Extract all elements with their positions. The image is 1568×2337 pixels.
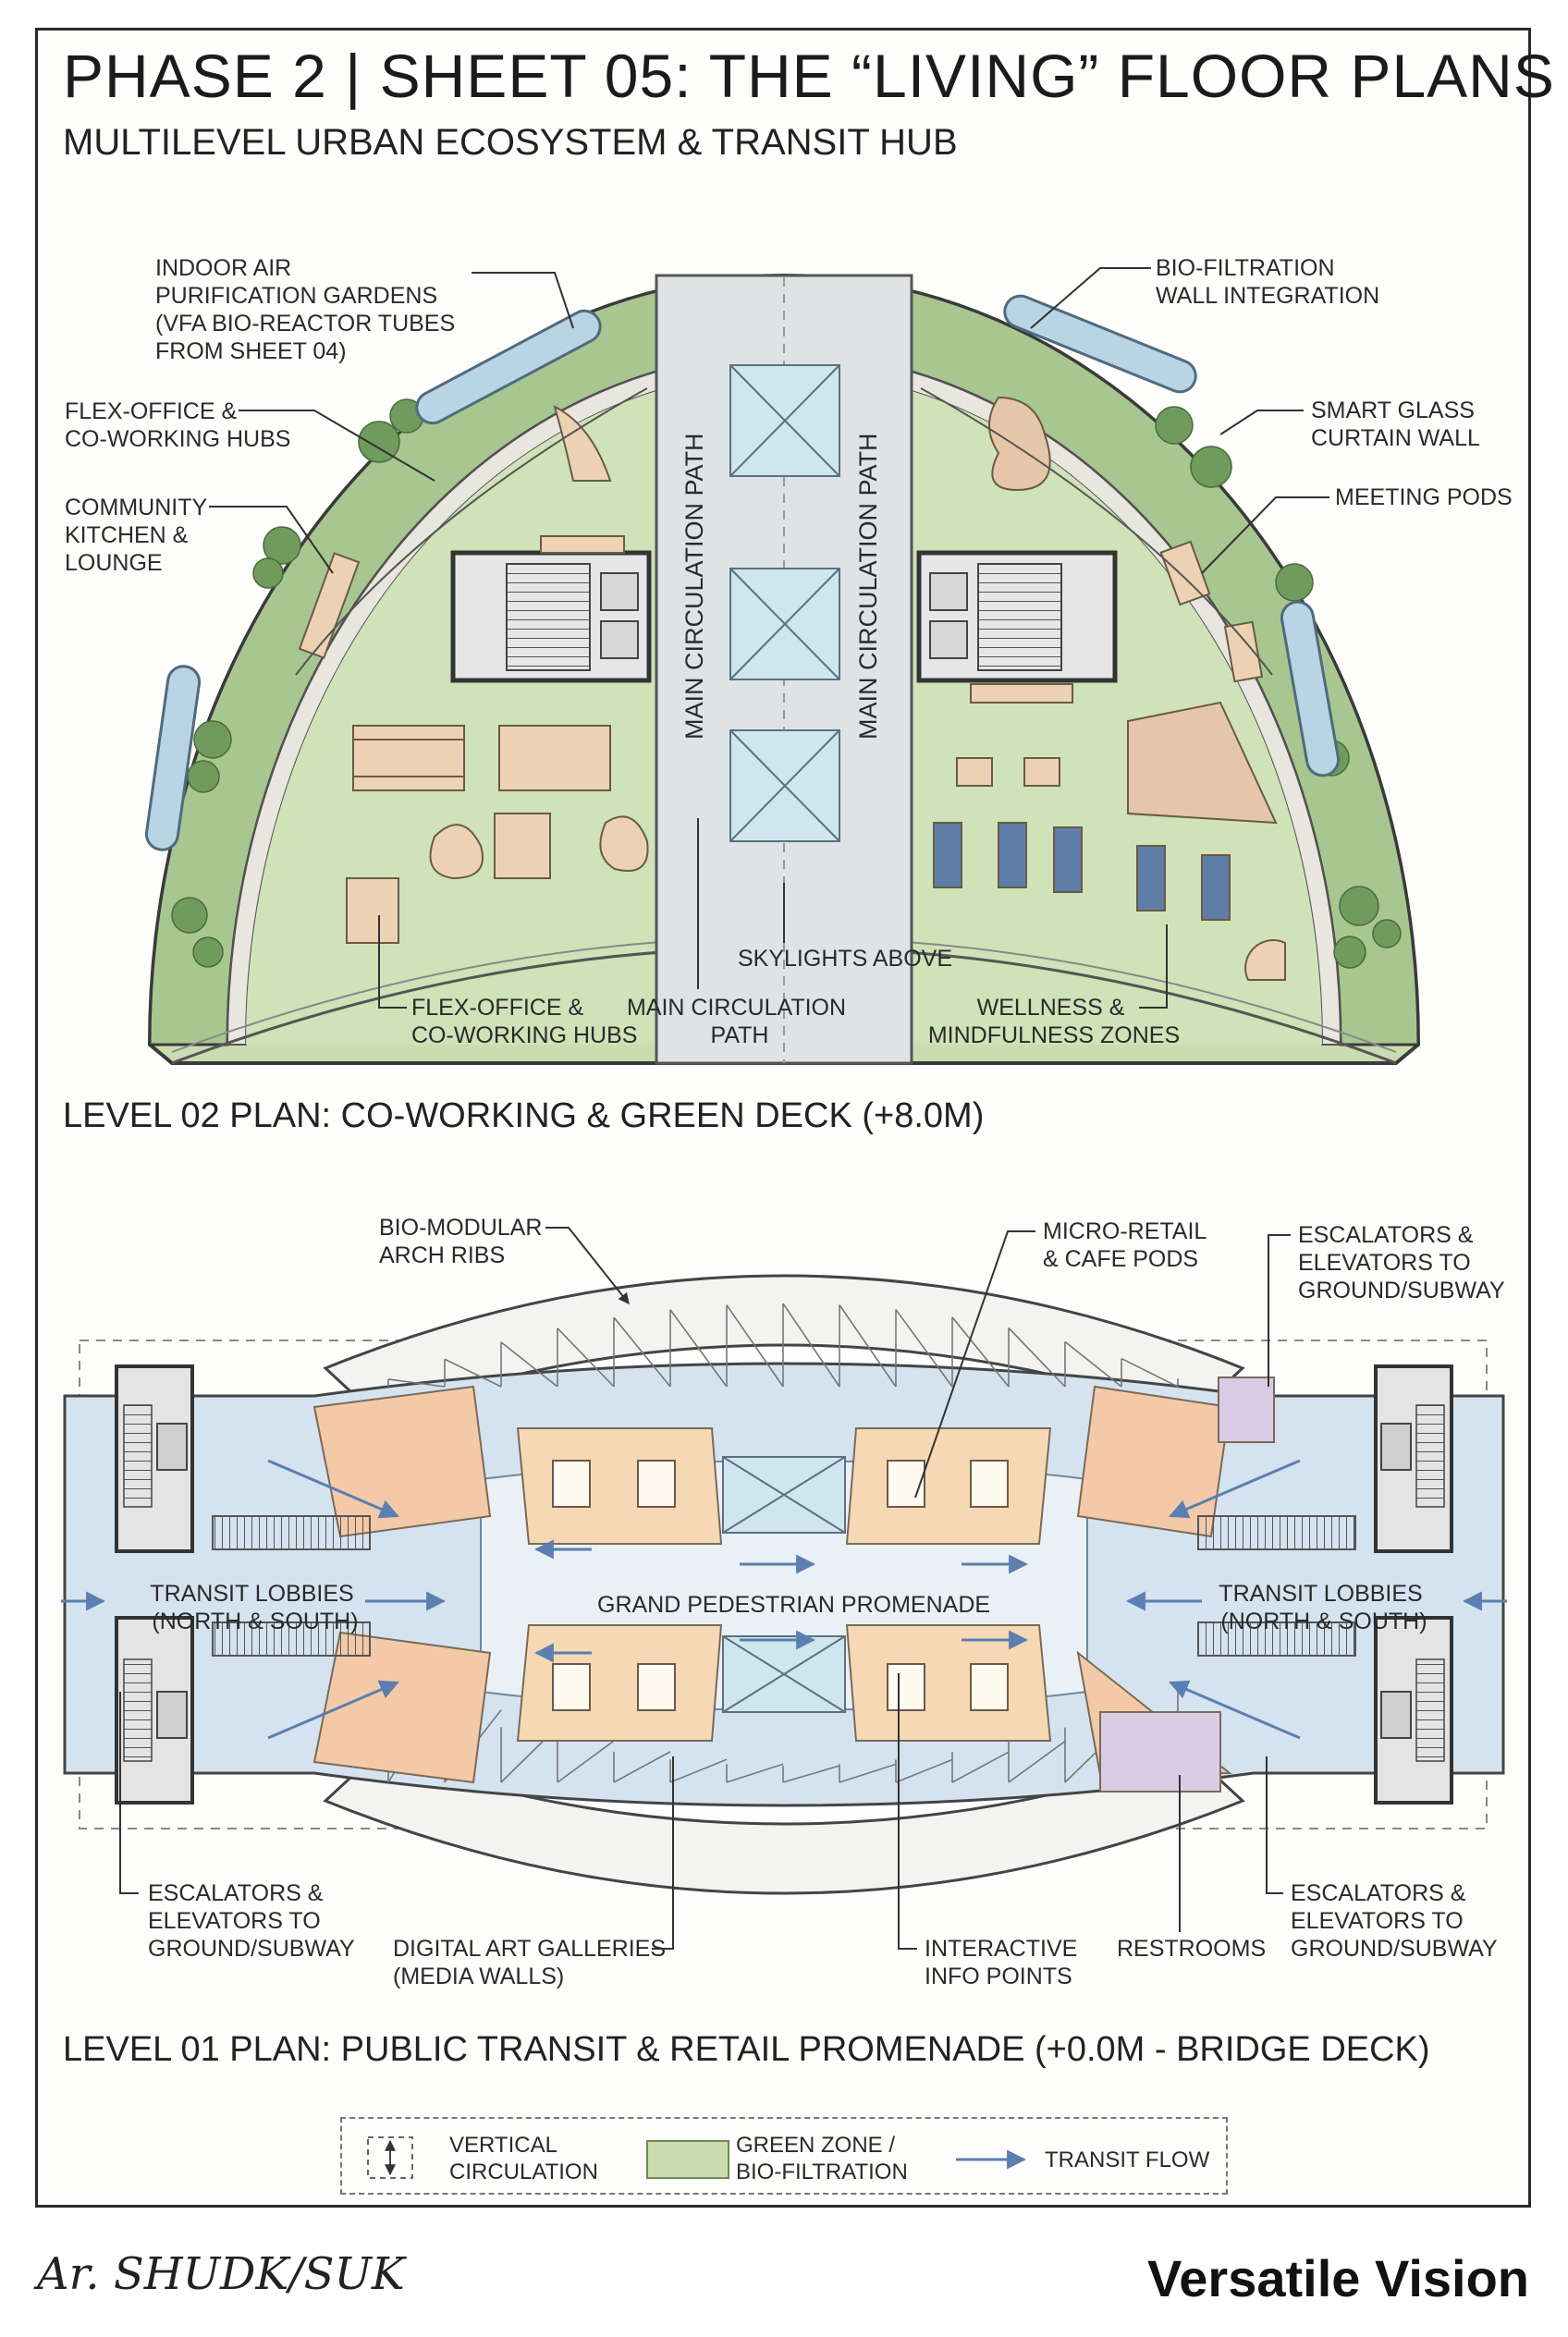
legend-green-swatch — [646, 2140, 729, 2179]
truss-line — [839, 1763, 897, 1783]
label-circulation-right: MAIN CIRCULATION PATH — [854, 433, 882, 740]
label-transit-left: TRANSIT LOBBIES (NORTH & SOUTH) — [150, 1581, 360, 1634]
truss-line — [444, 1358, 502, 1388]
bio-reactor-tubes — [144, 294, 1341, 851]
truss-line — [782, 1765, 840, 1783]
truss-line — [387, 1378, 446, 1388]
truss-line — [669, 1309, 728, 1388]
truss-line — [1064, 1340, 1122, 1388]
label-escalators-bottom-right: ESCALATORS & ELEVATORS TO GROUND/SUBWAY — [1291, 1880, 1498, 1962]
arch-ribs-north — [323, 1274, 1245, 1416]
truss-line — [839, 1304, 897, 1388]
label-promenade: GRAND PEDESTRIAN PROMENADE — [597, 1592, 990, 1618]
label-bio-filtration-wall: BIO-FILTRATION WALL INTEGRATION — [1156, 255, 1379, 309]
legend-green-text: GREEN ZONE / BIO-FILTRATION — [736, 2133, 908, 2184]
label-wellness: WELLNESS & MINDFULNESS ZONES — [928, 995, 1180, 1048]
truss-line — [1121, 1357, 1179, 1388]
lobby-core-west — [115, 1364, 371, 1805]
label-restrooms: RESTROOMS — [1117, 1936, 1266, 1962]
label-air-gardens: INDOOR AIR PURIFICATION GARDENS (VFA BIO… — [155, 255, 461, 364]
retail-pods-south — [312, 1624, 1232, 1793]
truss-line — [557, 1740, 615, 1783]
pod-counters — [552, 1460, 1009, 1711]
truss-line — [500, 1341, 558, 1388]
brand-name: Versatile Vision — [1147, 2249, 1529, 2307]
truss-line — [669, 1758, 728, 1783]
legend-vertical-swatch — [367, 2136, 413, 2179]
truss-line — [613, 1316, 671, 1388]
truss-line — [895, 1758, 953, 1783]
legend-graphics: VERTICAL CIRCULATION GREEN ZONE / BIO-FI… — [367, 2133, 1210, 2184]
truss-line — [782, 1303, 840, 1388]
right-furniture — [933, 396, 1286, 981]
truss-line — [1008, 1740, 1066, 1783]
legend — [340, 2117, 1228, 2195]
level02-plan-title: LEVEL 02 PLAN: CO-WORKING & GREEN DECK (… — [63, 1096, 985, 1135]
label-info-points: INTERACTIVE INFO POINTS — [925, 1936, 1084, 1989]
inner-curtain-wall — [226, 352, 1342, 1046]
arch-ribs-south — [323, 1753, 1245, 1895]
label-micro-retail: MICRO-RETAIL & CAFE PODS — [1043, 1218, 1212, 1272]
sheet-title: PHASE 2 | SHEET 05: THE “LIVING” FLOOR P… — [63, 42, 1555, 110]
level01-plan — [61, 1274, 1507, 1895]
legend-flow-text: TRANSIT FLOW — [1045, 2147, 1210, 2172]
left-furniture — [298, 405, 649, 944]
truss-line — [726, 1304, 784, 1388]
level01-plan-title: LEVEL 01 PLAN: PUBLIC TRANSIT & RETAIL P… — [63, 2030, 1430, 2069]
label-smart-glass: SMART GLASS CURTAIN WALL — [1311, 398, 1481, 451]
legend-vertical-text: VERTICAL CIRCULATION — [449, 2133, 598, 2184]
label-skylights: SKYLIGHTS ABOVE — [738, 946, 952, 972]
label-main-circulation-bottom: MAIN CIRCULATION PATH — [627, 995, 852, 1048]
transit-flow-arrows — [61, 1459, 1507, 1740]
promenade-skylights — [722, 1456, 846, 1713]
truss-line — [895, 1309, 953, 1388]
label-community-kitchen: COMMUNITY KITCHEN & LOUNGE — [65, 495, 214, 576]
garden-trees — [171, 398, 1402, 969]
label-digital-art: DIGITAL ART GALLERIES (MEDIA WALLS) — [393, 1936, 672, 1989]
truss-line — [557, 1328, 615, 1388]
level02-labels: INDOOR AIR PURIFICATION GARDENS (VFA BIO… — [65, 255, 1513, 1048]
label-transit-right: TRANSIT LOBBIES (NORTH & SOUTH) — [1219, 1581, 1428, 1634]
level01-labels: BIO-MODULAR ARCH RIBS MICRO-RETAIL & CAF… — [119, 1215, 1505, 1989]
label-escalators-bottom-left: ESCALATORS & ELEVATORS TO GROUND/SUBWAY — [148, 1880, 355, 1962]
truss-line — [951, 1316, 1010, 1388]
label-flex-office-top: FLEX-OFFICE & CO-WORKING HUBS — [65, 398, 290, 452]
lobby-core-east — [1197, 1364, 1453, 1805]
right-core — [916, 550, 1118, 683]
label-arch-ribs: BIO-MODULAR ARCH RIBS — [379, 1215, 548, 1268]
truss-line — [613, 1751, 671, 1783]
signature: Ar. SHUDK/SUK — [37, 2248, 405, 2300]
retail-pods-north — [312, 1377, 1275, 1545]
label-circulation-left: MAIN CIRCULATION PATH — [680, 433, 708, 740]
truss-line — [951, 1751, 1010, 1783]
label-meeting-pods: MEETING PODS — [1335, 484, 1513, 510]
label-flex-office-bottom: FLEX-OFFICE & CO-WORKING HUBS — [411, 995, 637, 1048]
left-core — [450, 550, 652, 683]
label-escalators-top-right: ESCALATORS & ELEVATORS TO GROUND/SUBWAY — [1298, 1222, 1505, 1303]
truss-line — [726, 1763, 784, 1783]
skylights — [729, 364, 840, 842]
sheet-subtitle: MULTILEVEL URBAN ECOSYSTEM & TRANSIT HUB — [63, 122, 958, 163]
truss-line — [1008, 1327, 1066, 1388]
